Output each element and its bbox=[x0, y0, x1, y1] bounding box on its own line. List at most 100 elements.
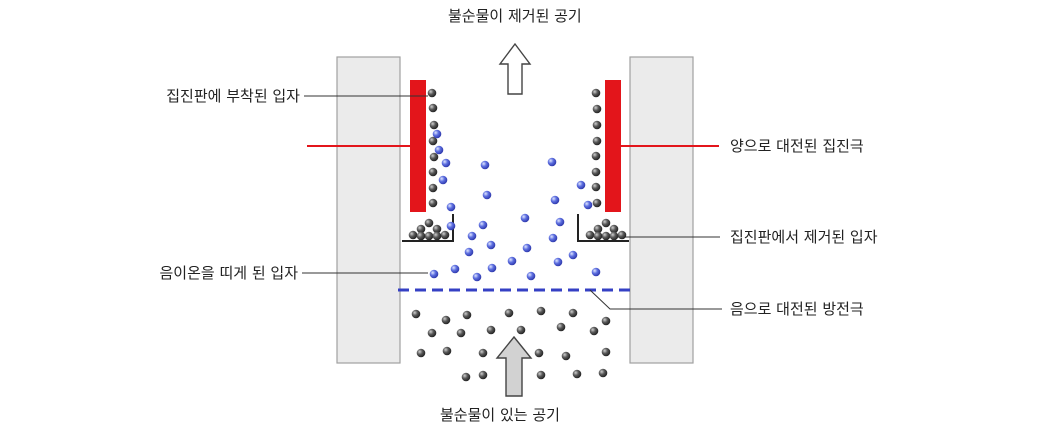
dust-particle bbox=[609, 224, 619, 234]
dust-particle bbox=[592, 104, 602, 114]
dust-particle bbox=[478, 348, 488, 358]
dust-particle bbox=[416, 348, 426, 358]
ionized-particle bbox=[434, 145, 444, 155]
dust-particle bbox=[516, 325, 526, 335]
dust-particle bbox=[478, 370, 488, 380]
dust-particle bbox=[424, 231, 434, 241]
dust-particle bbox=[561, 351, 571, 361]
dust-particle bbox=[572, 369, 582, 379]
dust-particle bbox=[428, 198, 438, 208]
ionized-particle bbox=[432, 129, 442, 139]
ionized-particle bbox=[487, 263, 497, 273]
dust-particle bbox=[411, 309, 421, 319]
left-collector-plate bbox=[410, 80, 426, 212]
ionized-particle bbox=[464, 247, 474, 257]
ionized-particle bbox=[480, 160, 490, 170]
ionized-particle bbox=[548, 233, 558, 243]
ionized-particle bbox=[553, 257, 563, 267]
label-bottom-inlet: 불순물이 있는 공기 bbox=[440, 406, 560, 424]
dust-particle bbox=[568, 308, 578, 318]
right-wall bbox=[629, 56, 694, 364]
ionized-particle bbox=[482, 190, 492, 200]
dust-particle bbox=[589, 326, 599, 336]
dust-particle bbox=[456, 328, 466, 338]
right-collector-plate bbox=[605, 80, 621, 212]
dust-particle bbox=[428, 136, 438, 146]
dust-particle bbox=[462, 310, 472, 320]
dust-particle bbox=[416, 231, 426, 241]
dust-particle bbox=[592, 120, 602, 130]
dust-particle bbox=[432, 231, 442, 241]
dust-particle bbox=[429, 120, 439, 130]
ionized-particle bbox=[478, 220, 488, 230]
ionized-particle bbox=[438, 175, 448, 185]
dust-particle bbox=[601, 218, 611, 228]
dust-particle bbox=[591, 167, 601, 177]
label-positive-collector: 양으로 대전된 집진극 bbox=[730, 137, 864, 155]
ionized-particle bbox=[486, 240, 496, 250]
ionized-particle bbox=[467, 231, 477, 241]
dust-particle bbox=[424, 218, 434, 228]
label-attached-particles: 집진판에 부착된 입자 bbox=[166, 87, 300, 105]
ionized-particle bbox=[547, 157, 557, 167]
right-collection-tray bbox=[577, 214, 629, 242]
ionized-particle bbox=[446, 221, 456, 231]
dust-particle bbox=[592, 136, 602, 146]
dust-particle bbox=[598, 368, 608, 378]
ionized-particle bbox=[568, 250, 578, 260]
dust-particle bbox=[429, 152, 439, 162]
dust-particle bbox=[591, 151, 601, 161]
ionized-particle bbox=[583, 200, 593, 210]
ionized-particle bbox=[450, 264, 460, 274]
ionized-particle bbox=[522, 243, 532, 253]
ionized-particle bbox=[520, 213, 530, 223]
dust-particle bbox=[585, 230, 595, 240]
dust-particle bbox=[416, 224, 426, 234]
dust-particle bbox=[428, 183, 438, 193]
dust-particle bbox=[432, 224, 442, 234]
dust-particle bbox=[428, 103, 438, 113]
label-removed-particles: 집진판에서 제거된 입자 bbox=[730, 228, 878, 246]
dust-particle bbox=[408, 230, 418, 240]
ionized-particle bbox=[550, 195, 560, 205]
ionized-particle bbox=[472, 272, 482, 282]
outlet-arrow-icon bbox=[498, 42, 532, 95]
label-negative-electrode: 음으로 대전된 방전극 bbox=[730, 300, 864, 318]
leader-negative-electrode bbox=[589, 289, 722, 310]
dust-particle bbox=[536, 306, 546, 316]
dust-particle bbox=[609, 231, 619, 241]
dust-particle bbox=[504, 308, 514, 318]
dust-particle bbox=[442, 346, 452, 356]
dust-particle bbox=[617, 230, 627, 240]
ionized-particle bbox=[429, 269, 439, 279]
dust-particle bbox=[427, 328, 437, 338]
inlet-arrow-icon bbox=[495, 335, 533, 397]
dust-particle bbox=[486, 325, 496, 335]
label-ionized-particles: 음이온을 띠게 된 입자 bbox=[159, 264, 298, 282]
dust-particle bbox=[461, 372, 471, 382]
dust-particle bbox=[427, 88, 437, 98]
left-wall bbox=[336, 56, 401, 364]
dust-particle bbox=[592, 198, 602, 208]
dust-particle bbox=[440, 230, 450, 240]
ionized-particle bbox=[576, 180, 586, 190]
particle-group bbox=[408, 88, 627, 382]
ionized-particle bbox=[446, 202, 456, 212]
dust-particle bbox=[601, 316, 611, 326]
ionized-particle bbox=[526, 271, 536, 281]
label-top-outlet: 불순물이 제거된 공기 bbox=[448, 7, 582, 25]
ionized-particle bbox=[507, 256, 517, 266]
dust-particle bbox=[556, 322, 566, 332]
dust-particle bbox=[593, 231, 603, 241]
ionized-particle bbox=[591, 267, 601, 277]
dust-particle bbox=[591, 88, 601, 98]
ionized-particle bbox=[441, 158, 451, 168]
dust-particle bbox=[534, 348, 544, 358]
dust-particle bbox=[593, 224, 603, 234]
dust-particle bbox=[536, 370, 546, 380]
dust-particle bbox=[601, 347, 611, 357]
dust-particle bbox=[428, 167, 438, 177]
dust-particle bbox=[601, 231, 611, 241]
dust-particle bbox=[441, 315, 451, 325]
